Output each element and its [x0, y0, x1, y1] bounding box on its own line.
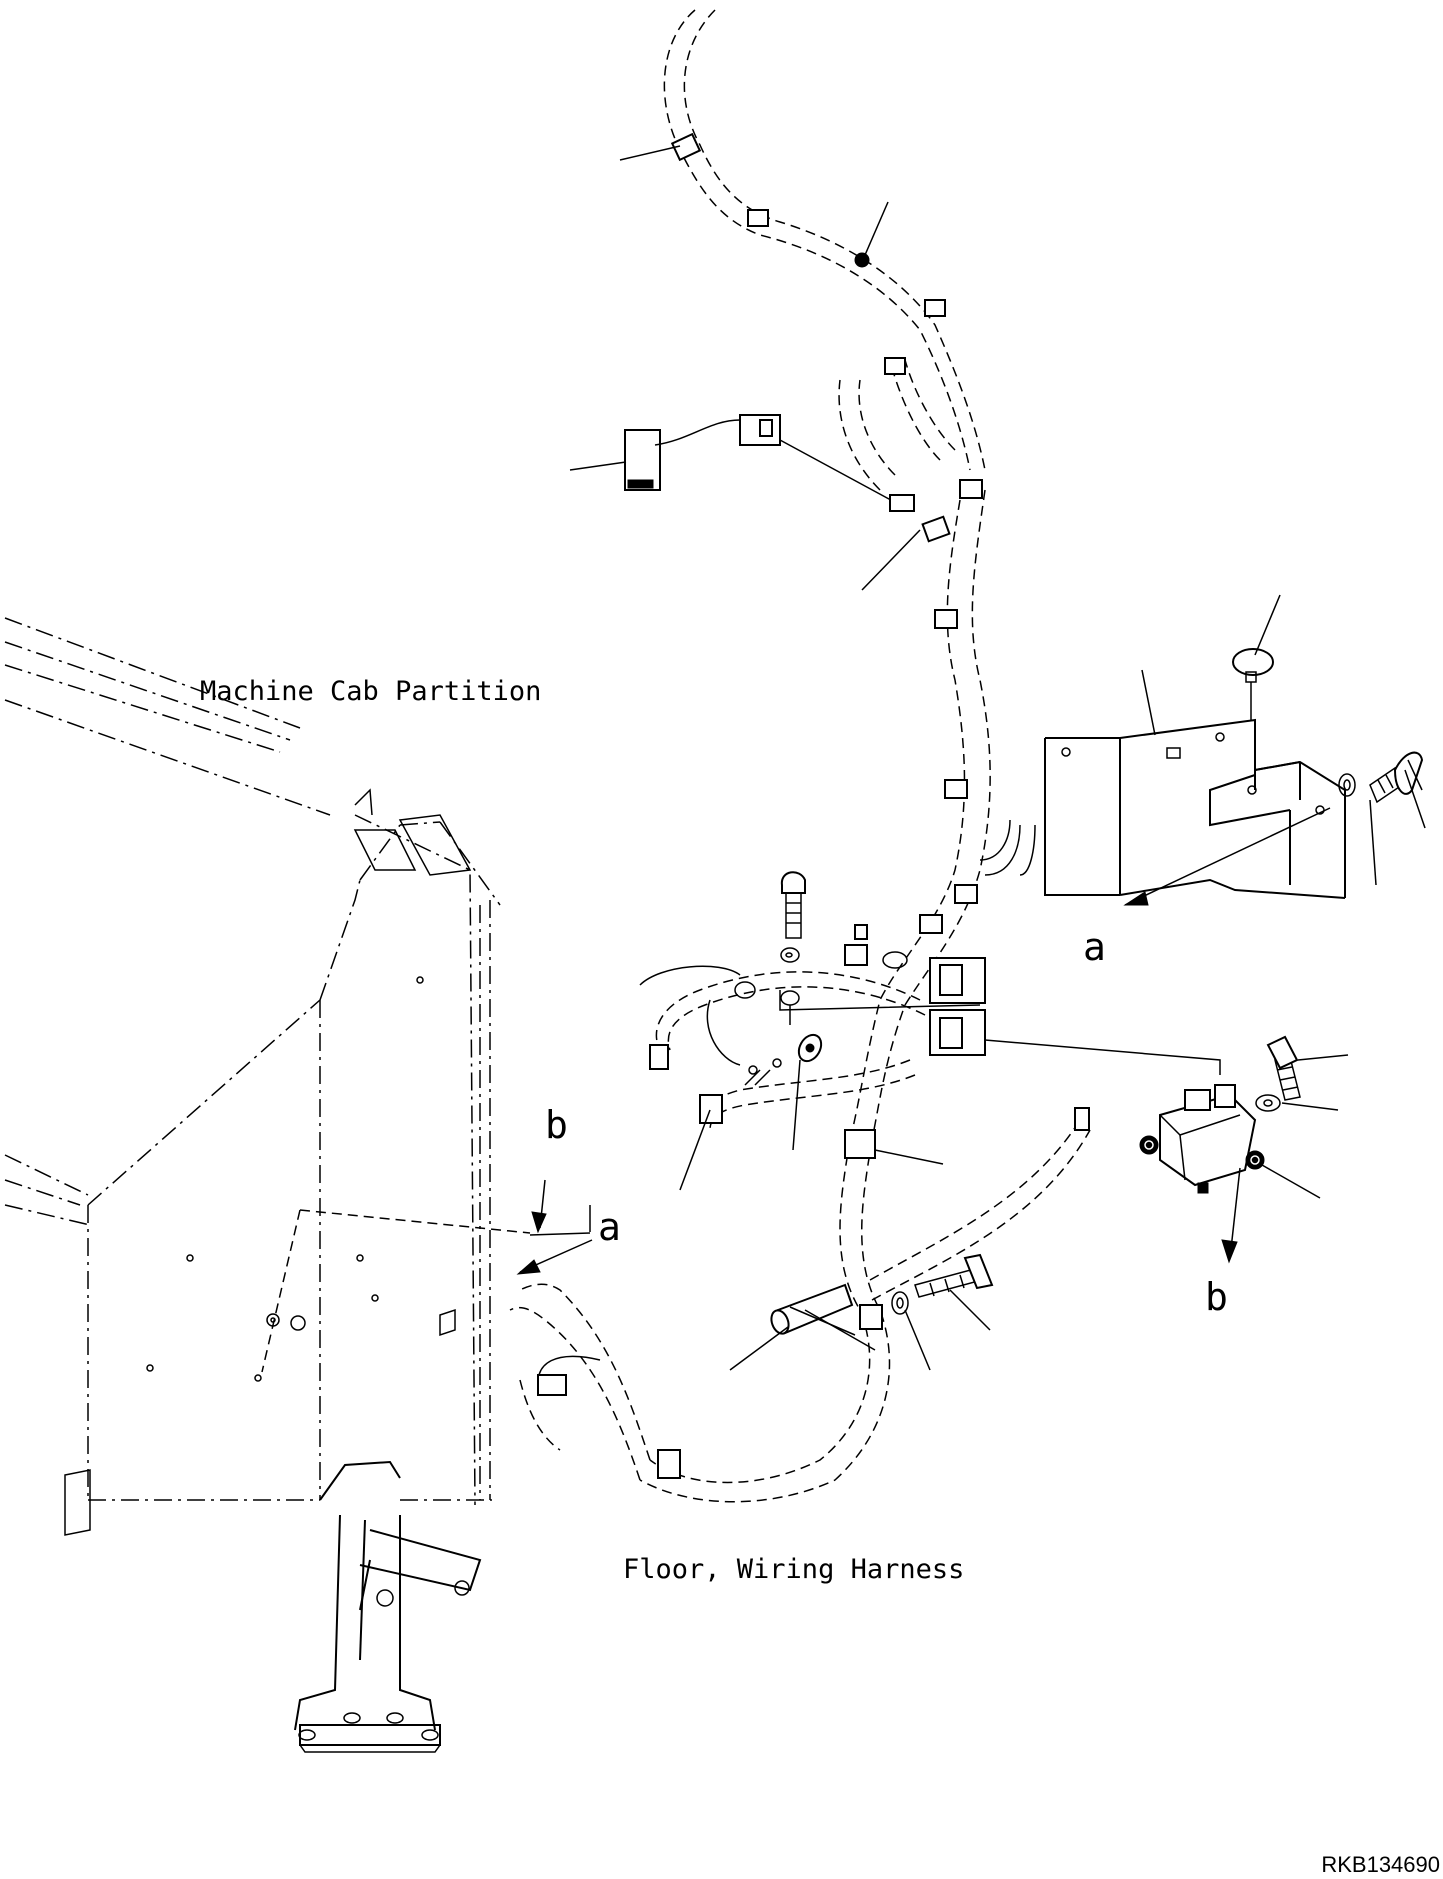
ref-b-top: b	[545, 1103, 568, 1147]
fasteners-center	[770, 871, 994, 1335]
leader-lines	[516, 145, 1426, 1371]
ref-b-bottom: b	[1205, 1275, 1228, 1319]
cab-partition	[4, 617, 531, 1536]
relay-module	[1139, 1035, 1301, 1194]
mounting-bracket	[1044, 648, 1424, 899]
ref-a-bottom: a	[598, 1205, 621, 1249]
floor-bracket	[294, 1460, 482, 1753]
floor-harness-label: Floor, Wiring Harness	[623, 1554, 964, 1585]
ref-a-top: a	[1083, 925, 1106, 969]
drawing-id: RKB134690	[1321, 1852, 1440, 1877]
cab-partition-label: Machine Cab Partition	[200, 676, 541, 707]
wiring-harness	[509, 9, 1221, 1503]
